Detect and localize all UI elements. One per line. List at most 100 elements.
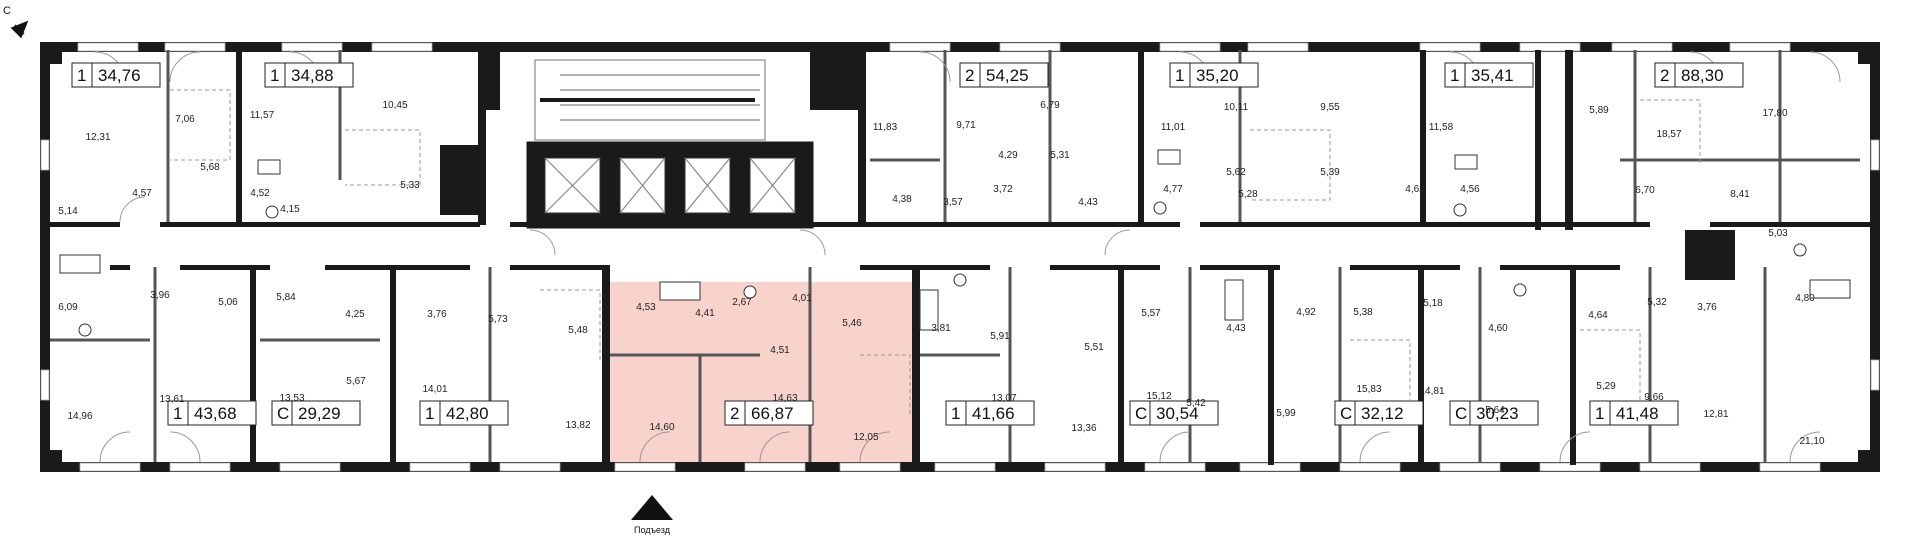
- room-area-label: 5,99: [1276, 408, 1296, 419]
- apartment-rooms: 1: [1175, 66, 1184, 85]
- apartment-rooms: 1: [1595, 404, 1604, 423]
- apartment-area: 41,66: [972, 404, 1015, 423]
- room-area-label: 5,62: [1226, 167, 1246, 178]
- room-area-label: 5,06: [218, 297, 238, 308]
- room-area-label: 5,51: [1084, 342, 1104, 353]
- windows: [40, 42, 1880, 472]
- apartment-rooms: 1: [77, 66, 86, 85]
- room-area-label: 5,31: [1050, 150, 1070, 161]
- apartment-tag-box: [1449, 400, 1539, 426]
- room-area-label: 13,82: [565, 420, 590, 431]
- apartment-tag-box: [1589, 400, 1679, 426]
- room-area-label: 4,62: [1405, 184, 1425, 195]
- room-area-label: 4,80: [1795, 293, 1815, 304]
- apartment-tag-box: [724, 400, 814, 426]
- room-area-label: 5,14: [58, 206, 78, 217]
- room-area-label: 14,01: [422, 384, 447, 395]
- apartment-rooms: С: [1340, 404, 1352, 423]
- room-area-label: 11,83: [873, 122, 898, 133]
- room-area-label: 3,76: [1697, 302, 1717, 313]
- corridor-walls: [50, 222, 1870, 270]
- room-area-label: 12,31: [85, 132, 110, 143]
- room-area-label: 5,67: [346, 376, 366, 387]
- stair-core: [534, 59, 796, 214]
- room-area-label: 11,57: [250, 110, 275, 121]
- room-area-label: 7,06: [175, 114, 195, 125]
- apartment-area: 41,48: [1616, 404, 1659, 423]
- room-area-label: 4,60: [1488, 323, 1508, 334]
- apartment-tag-box: [264, 62, 354, 88]
- room-area-label: 11,58: [1429, 122, 1454, 133]
- room-area-label: 4,77: [1163, 184, 1183, 195]
- room-area-label: 13,36: [1071, 423, 1096, 434]
- apartment-tag-box: [271, 400, 361, 426]
- apartment-area: 30,23: [1476, 404, 1519, 423]
- room-area-label: 5,84: [276, 292, 296, 303]
- room-area-label: 4,53: [636, 302, 656, 313]
- room-area-label: 3,96: [150, 290, 170, 301]
- room-area-label: 2,67: [732, 297, 752, 308]
- room-area-label: 15,83: [1356, 384, 1381, 395]
- room-area-label: 5,42: [1186, 398, 1206, 409]
- entrance-label: Подъезд: [634, 525, 671, 535]
- apartment-rooms: С: [277, 404, 289, 423]
- room-area-label: 14,81: [1419, 386, 1444, 397]
- apartment-area: 30,54: [1156, 404, 1199, 423]
- apartment-tag[interactable]: С 32,12: [1334, 400, 1424, 426]
- apartment-tag-box: [945, 400, 1035, 426]
- apartment-tag-box: [1169, 62, 1259, 88]
- apartment-tag-box: [419, 400, 509, 426]
- room-area-label: 5,48: [568, 325, 588, 336]
- apartment-rooms: 1: [425, 404, 434, 423]
- room-area-label: 12,81: [1703, 409, 1728, 420]
- room-area-label: 5,29: [1596, 381, 1616, 392]
- highlighted-apartment[interactable]: [602, 282, 914, 472]
- room-area-label: 4,15: [280, 204, 300, 215]
- apartment-area: 66,87: [751, 404, 794, 423]
- room-area-label: 3,81: [931, 323, 951, 334]
- apartment-area: 32,12: [1361, 404, 1404, 423]
- room-area-label: 5,68: [200, 162, 220, 173]
- room-area-label: 5,38: [1353, 307, 1373, 318]
- apartment-area: 88,30: [1681, 66, 1724, 85]
- room-area-label: 5,73: [488, 314, 508, 325]
- entrance-marker[interactable]: Подъезд: [631, 495, 673, 535]
- room-area-label: 5,64: [1485, 405, 1505, 416]
- room-area-label: 3,76: [427, 309, 447, 320]
- north-compass: С: [3, 5, 29, 39]
- room-area-label: 4,92: [1296, 307, 1316, 318]
- apartment-rooms: 1: [951, 404, 960, 423]
- room-area-label: 4,01: [792, 293, 812, 304]
- room-area-label: 5,32: [1647, 297, 1667, 308]
- room-area-labels: 12,317,065,684,575,1411,574,524,1510,455…: [58, 100, 1825, 447]
- room-area-label: 5,39: [1320, 167, 1340, 178]
- room-area-label: 4,29: [998, 150, 1018, 161]
- interior-walls: [50, 50, 1860, 462]
- room-area-label: 5,57: [1141, 308, 1161, 319]
- room-area-label: 6,70: [1635, 185, 1655, 196]
- room-area-label: 10,45: [382, 100, 407, 111]
- apartment-tag-box: [167, 400, 257, 426]
- room-area-label: 13,53: [279, 393, 304, 404]
- room-area-label: 9,71: [956, 120, 976, 131]
- room-area-label: 5,03: [1768, 228, 1788, 239]
- room-area-label: 4,41: [695, 308, 715, 319]
- room-area-label: 13,61: [159, 394, 184, 405]
- room-area-label: 5,28: [1238, 189, 1258, 200]
